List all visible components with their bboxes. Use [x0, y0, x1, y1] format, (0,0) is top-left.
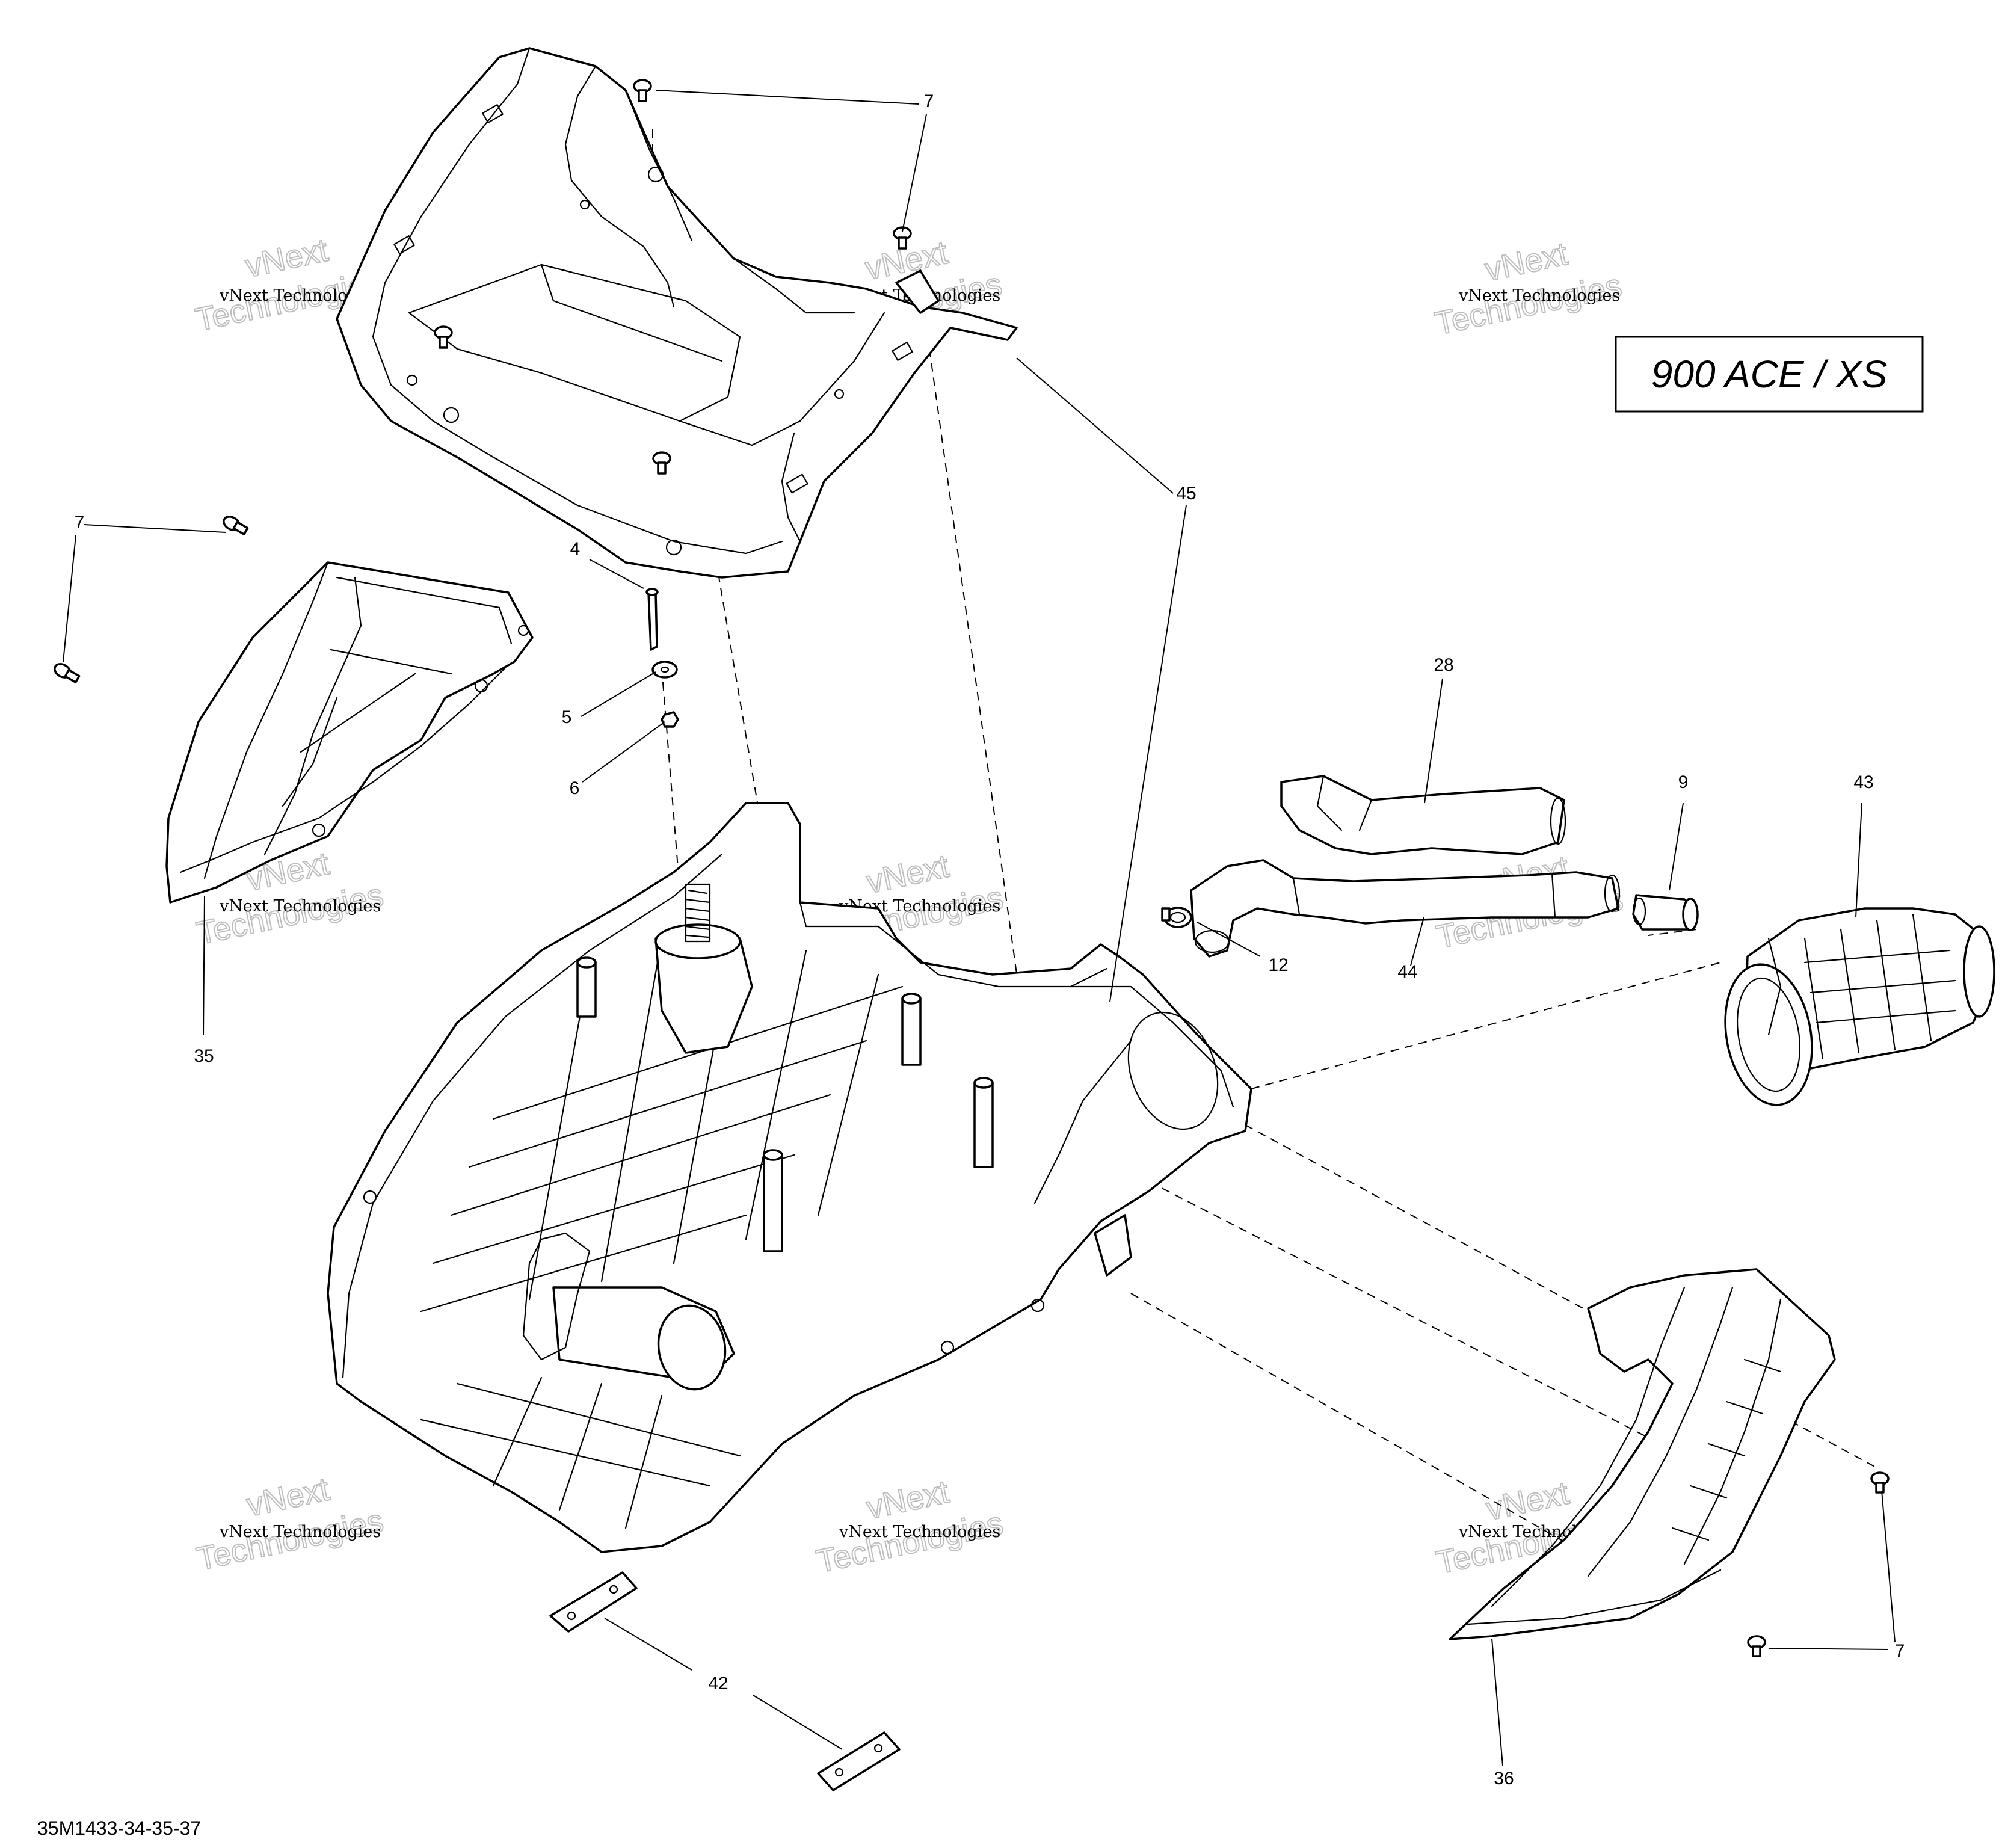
filter-part-43	[1724, 907, 1995, 1106]
pad-icon	[817, 1731, 901, 1791]
push-pin-icon	[223, 516, 249, 535]
airbox-main-body	[327, 802, 1252, 1553]
watermark-tr: vNext Technologies	[1431, 235, 1625, 343]
callout-7-left: 7	[75, 513, 85, 532]
callout-44: 44	[1397, 962, 1417, 982]
callout-12: 12	[1268, 955, 1288, 975]
hose-part-28	[1280, 775, 1566, 855]
pad-icon	[549, 1571, 638, 1633]
right-side-cover-part-36	[1449, 1268, 1836, 1640]
watermark-text: vNext Technologies	[839, 1523, 1000, 1541]
model-label: 900 ACE / XS	[1651, 353, 1888, 396]
watermark-text: vNext Technologies	[219, 1523, 381, 1541]
callout-4: 4	[570, 539, 581, 559]
push-pin-icon	[434, 325, 453, 349]
push-pin-icon	[652, 451, 671, 475]
push-pin-icon	[54, 663, 81, 683]
callout-45: 45	[1176, 484, 1196, 504]
callout-36: 36	[1494, 1769, 1514, 1788]
callout-9: 9	[1678, 772, 1689, 792]
leader-lines	[63, 90, 1896, 1766]
push-pin-icon	[893, 226, 912, 250]
left-side-cover-part-35	[165, 561, 534, 904]
watermark-text: vNext Technologies	[219, 897, 381, 916]
watermark-bc: vNext Technologies	[813, 1473, 1007, 1581]
screw-icon	[645, 588, 659, 651]
upper-cover-part-45	[336, 47, 1018, 579]
callout-35: 35	[194, 1046, 214, 1066]
clamp-part-12	[1161, 907, 1192, 928]
reference-code: 35M1433-34-35-37	[37, 1817, 201, 1839]
nut-icon	[661, 711, 679, 728]
callout-43: 43	[1853, 772, 1873, 792]
watermark-text: vNext Technologies	[1458, 286, 1620, 305]
callout-42: 42	[708, 1674, 728, 1693]
fitting-part-9	[1632, 894, 1699, 931]
push-pin-icon	[1870, 1471, 1890, 1494]
callout-7-right: 7	[1895, 1641, 1905, 1661]
callout-28: 28	[1434, 655, 1453, 675]
callout-7-top: 7	[924, 91, 934, 111]
fasteners	[54, 79, 1890, 1791]
push-pin-icon	[1747, 1635, 1766, 1657]
callouts: 7 45 4 5 6 7 35 28 9 43 12 44 42 7 36	[75, 91, 1905, 1788]
callout-6: 6	[570, 778, 580, 798]
hose-part-44	[1190, 859, 1621, 958]
callout-5: 5	[562, 707, 572, 727]
model-label-box: 900 ACE / XS	[1615, 336, 1924, 413]
washer-icon	[651, 661, 678, 679]
push-pin-icon	[633, 79, 652, 102]
watermark-bl: vNext Technologies	[193, 1470, 387, 1578]
